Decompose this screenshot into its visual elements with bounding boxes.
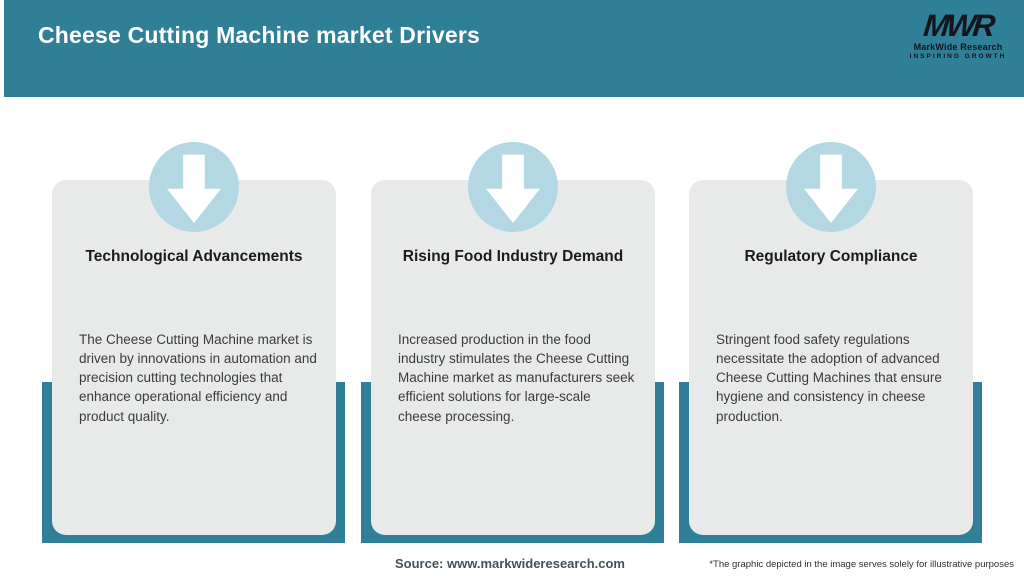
logo-name: MarkWide Research	[913, 42, 1003, 52]
logo-monogram: MWR	[921, 8, 995, 43]
logo-tagline: INSPIRING GROWTH	[909, 53, 1007, 60]
down-arrow-icon	[786, 142, 876, 232]
card-body-panel: Rising Food Industry Demand Increased pr…	[371, 180, 655, 535]
card-title: Regulatory Compliance	[744, 248, 918, 265]
card-body-panel: Regulatory Compliance Stringent food saf…	[689, 180, 973, 535]
card-title: Technological Advancements	[85, 248, 303, 265]
markwide-logo: MWR MarkWide Research INSPIRING GROWTH	[906, 8, 1010, 60]
card-body-panel: Technological Advancements The Cheese Cu…	[52, 180, 336, 535]
card-description: Stringent food safety regulations necess…	[716, 332, 942, 424]
down-arrow-icon	[149, 142, 239, 232]
page-title: Cheese Cutting Machine market Drivers	[38, 22, 480, 48]
driver-card-technological-advancements: Technological Advancements The Cheese Cu…	[42, 142, 345, 543]
down-arrow-icon	[468, 142, 558, 232]
source-text: Source: www.markwideresearch.com	[394, 556, 625, 571]
header-bar: Cheese Cutting Machine market Drivers MW…	[4, 0, 1024, 97]
card-description: Increased production in the food industr…	[398, 332, 635, 424]
driver-card-rising-food-industry-demand: Rising Food Industry Demand Increased pr…	[361, 142, 664, 543]
disclaimer-text: *The graphic depicted in the image serve…	[709, 559, 1014, 570]
driver-card-regulatory-compliance: Regulatory Compliance Stringent food saf…	[679, 142, 982, 543]
card-description: The Cheese Cutting Machine market is dri…	[79, 332, 317, 424]
card-title: Rising Food Industry Demand	[402, 248, 624, 265]
